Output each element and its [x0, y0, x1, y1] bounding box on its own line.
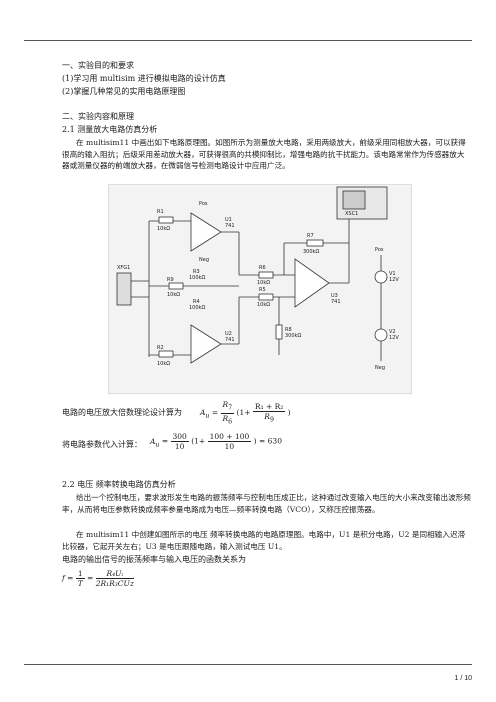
- label-u1: U1: [225, 217, 232, 223]
- label-r5v: 10kΩ: [257, 302, 270, 308]
- paragraph-2-2c: 电路的输出信号的振荡频率与输入电压的函数关系为: [62, 555, 246, 564]
- label-r6: R6: [259, 265, 266, 271]
- gain-text: 电路的电压放大倍数理论设计算为: [62, 408, 182, 417]
- aim-item-2: (2)掌握几种常见的实用电路原理图: [62, 87, 186, 96]
- label-u3: U3: [331, 293, 338, 299]
- label-v1: V1: [389, 271, 396, 277]
- label-r1: R1: [157, 209, 164, 215]
- label-r9v: 10kΩ: [167, 292, 180, 298]
- substitution-text: 将电路参数代入计算：: [62, 440, 142, 449]
- subsection-heading-2-2: 2.2 电压 频率转换电路仿真分析: [62, 480, 176, 489]
- label-r9: R9: [167, 277, 174, 283]
- label-v1v: 12V: [389, 277, 399, 283]
- paragraph-2-2a: 给出一个控制电压，要求波形发生电路的振荡频率与控制电压成正比，这种通过改变输入电…: [62, 493, 471, 514]
- label-r2: R2: [157, 345, 164, 351]
- label-r7: R7: [307, 233, 314, 239]
- circuit-diagram-amplifier: XFG1 XSC1 R1 10kΩ R2 10kΩ R9 10kΩ R3 100…: [108, 184, 412, 394]
- label-xsc1: XSC1: [345, 211, 358, 217]
- label-r8v: 300kΩ: [285, 333, 301, 339]
- label-r4: R4: [193, 299, 200, 305]
- label-xfg1: XFG1: [117, 265, 130, 271]
- aim-item-1: (1)学习用 multisim 进行模拟电路的设计仿真: [62, 74, 226, 83]
- label-r6v: 10kΩ: [257, 280, 270, 286]
- label-v2: V2: [389, 329, 396, 335]
- label-r1v: 10kΩ: [157, 226, 170, 232]
- subsection-heading-2-1: 2.1 测量放大电路仿真分析: [62, 125, 158, 134]
- section-heading-1: 一、实验目的和要求: [62, 61, 134, 70]
- label-r5: R5: [259, 287, 266, 293]
- label-u2m: 741: [225, 337, 235, 343]
- section-heading-2: 二、实验内容和原理: [62, 112, 134, 121]
- label-r7v: 300kΩ: [303, 249, 319, 255]
- label-r3v: 100kΩ: [189, 275, 205, 281]
- paragraph-2-2b: 在 multisim11 中创建如图所示的电压 频率转换电路的电路原理图。电路中…: [62, 530, 466, 551]
- label-neg-supply: Neg: [375, 365, 385, 371]
- label-r2v: 10kΩ: [157, 361, 170, 367]
- label-r8: R8: [285, 327, 292, 333]
- label-v2v: 12V: [389, 335, 399, 341]
- header-rule: [24, 40, 472, 41]
- label-u1m: 741: [225, 223, 235, 229]
- footer-rule: [24, 664, 472, 665]
- label-u2: U2: [225, 331, 232, 337]
- label-r4v: 100kΩ: [189, 305, 205, 311]
- label-pos-u1: Pos: [199, 201, 208, 207]
- label-u3m: 741: [331, 299, 341, 305]
- label-r3: R3: [193, 269, 200, 275]
- schematic-svg: XFG1 XSC1 R1 10kΩ R2 10kΩ R9 10kΩ R3 100…: [116, 186, 399, 371]
- paragraph-2-1: 在 multisim11 中画出如下电路原理图。如图所示为测量放大电路，采用两级…: [62, 138, 466, 170]
- label-neg-u1: Neg: [199, 257, 209, 263]
- page-number: 1 / 10: [454, 675, 472, 682]
- label-pos-supply: Pos: [375, 247, 384, 253]
